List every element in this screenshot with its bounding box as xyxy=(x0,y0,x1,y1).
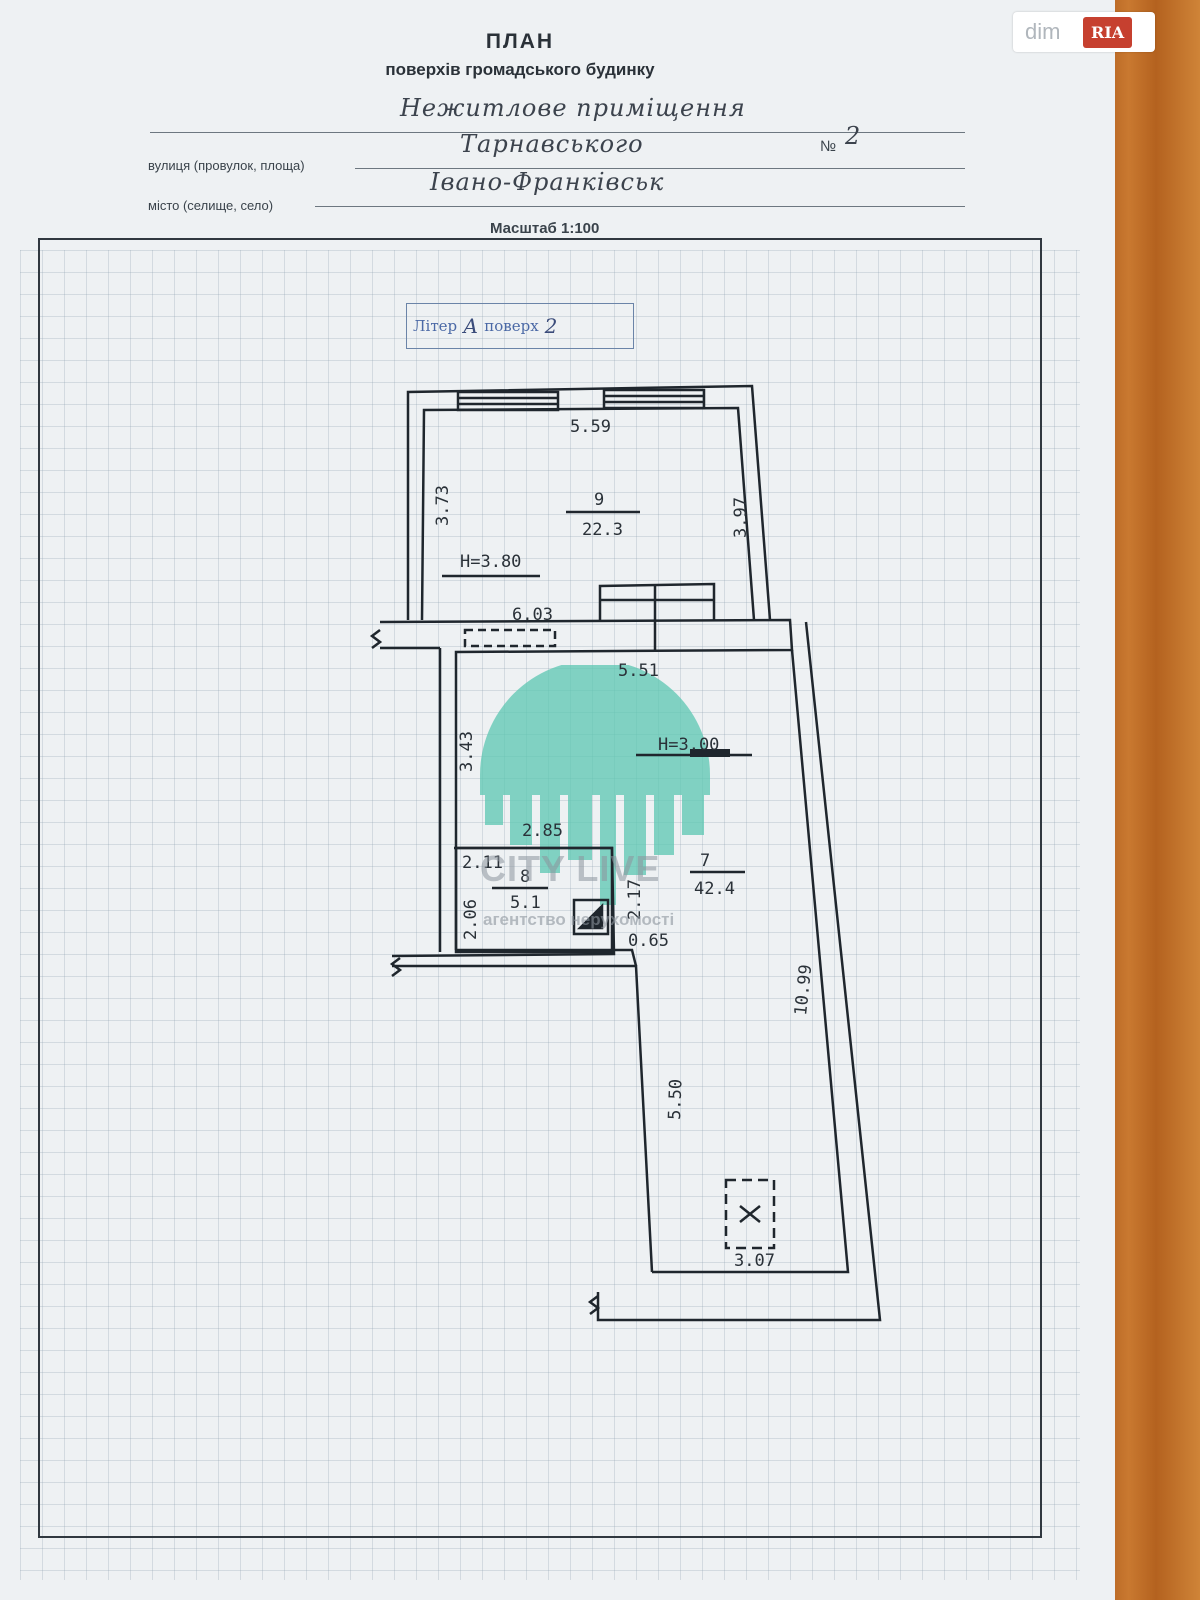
dim-room7-right: 10.99 xyxy=(791,964,816,1017)
room9-outer-wall xyxy=(406,384,772,621)
building-type-value: Нежитлове приміщення xyxy=(400,94,746,122)
graph-paper-grid xyxy=(20,250,1080,1580)
hatch xyxy=(724,1178,776,1250)
window-right xyxy=(602,388,706,410)
liter-stamp: Літер А поверх 2 xyxy=(406,303,634,349)
window-left xyxy=(456,390,560,412)
vent-shaft xyxy=(572,898,610,936)
room9-inner-wall xyxy=(420,406,756,621)
street-label: вулиця (провулок, площа) xyxy=(148,158,305,173)
document-subtitle: поверхів громадського будинку xyxy=(385,60,655,79)
room7-height: H=3.00 xyxy=(658,735,719,755)
room8-walls xyxy=(454,846,614,954)
room7-inner-right-wall xyxy=(652,649,850,1274)
form-line xyxy=(150,132,965,133)
dim-room8-top: 2.85 xyxy=(522,821,563,841)
agency-watermark-sub: агентство нерухомості xyxy=(483,910,675,929)
scale-label: Масштаб 1:100 xyxy=(490,220,600,237)
dim-room7-left-upper: 3.43 xyxy=(457,731,477,772)
room8-number: 8 xyxy=(520,867,530,887)
dimria-logo-right: RIA xyxy=(1083,16,1133,48)
number-value: 2 xyxy=(845,122,862,150)
dim-room9-bottom: 6.03 xyxy=(512,605,553,625)
room7-area: 42.4 xyxy=(694,879,735,899)
dimria-logo-left: dim xyxy=(1025,19,1061,44)
document-page: ПЛАН поверхів громадського будинку Нежит… xyxy=(0,0,1115,1600)
city-label: місто (селище, село) xyxy=(148,198,274,213)
room9-height: H=3.80 xyxy=(460,552,521,572)
street-value: Тарнавського xyxy=(460,130,644,158)
form-line xyxy=(315,206,965,207)
room7-outer-right-wall xyxy=(596,621,882,1322)
plan-frame xyxy=(38,238,1042,1538)
dim-room8-inner: 2.11 xyxy=(462,853,503,873)
floor-plan-drawing: 5.59 3.73 3.97 9 22.3 H=3.80 6.03 5.51 3… xyxy=(369,384,882,1322)
liter-value: А xyxy=(463,314,479,338)
room9-number: 9 xyxy=(594,490,604,510)
dim-room8-right: 2.17 xyxy=(625,879,645,920)
number-label: № xyxy=(820,138,837,155)
dim-room8-small: 0.65 xyxy=(628,931,669,951)
floor-value: 2 xyxy=(544,314,558,338)
dim-room9-left: 3.73 xyxy=(433,485,453,526)
dim-room7-left-lower: 5.50 xyxy=(665,1079,686,1121)
document-title: ПЛАН xyxy=(485,30,555,53)
floor-label: поверх xyxy=(484,317,539,335)
dimria-logo: dim RIA xyxy=(1013,12,1155,52)
dim-room7-bottom: 3.07 xyxy=(734,1251,775,1271)
form-line xyxy=(355,168,965,169)
dim-room9-right: 3.97 xyxy=(731,497,751,538)
city-value: Івано-Франківськ xyxy=(430,168,665,196)
liter-label: Літер xyxy=(413,317,458,335)
dim-room7-top: 5.51 xyxy=(618,661,659,681)
room8-area: 5.1 xyxy=(510,893,541,913)
dim-top-width: 5.59 xyxy=(570,417,611,437)
agency-watermark: CITY LIVE xyxy=(480,848,661,889)
dim-room8-left: 2.06 xyxy=(461,899,481,940)
room7-number: 7 xyxy=(700,851,710,871)
room9-area: 22.3 xyxy=(582,520,623,540)
